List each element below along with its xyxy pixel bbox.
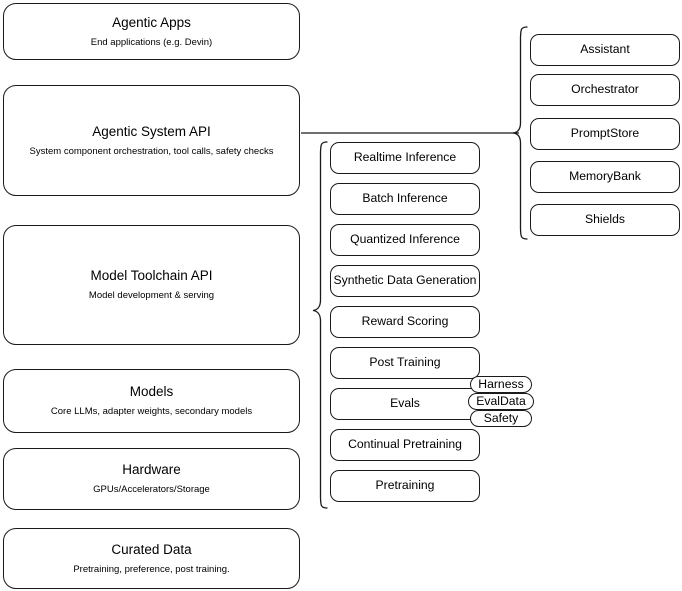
capability-label: Pretraining: [375, 478, 435, 493]
capability-label: Quantized Inference: [350, 232, 460, 247]
layer-title: Agentic System API: [92, 123, 211, 139]
layer-subtitle: Core LLMs, adapter weights, secondary mo…: [50, 406, 253, 417]
layer-subtitle: Model development & serving: [88, 290, 215, 301]
capability-synthetic-data-generation[interactable]: Synthetic Data Generation: [330, 265, 480, 297]
capability-label: Batch Inference: [362, 191, 448, 206]
capability-label: Evals: [390, 396, 420, 411]
component-assistant[interactable]: Assistant: [530, 34, 680, 66]
capability-quantized-inference[interactable]: Quantized Inference: [330, 224, 480, 256]
component-label: Assistant: [580, 42, 630, 57]
component-label: PromptStore: [570, 126, 640, 141]
layer-subtitle: GPUs/Accelerators/Storage: [93, 484, 210, 495]
capability-post-training[interactable]: Post Training: [330, 347, 480, 379]
eval-pill-label: Harness: [478, 377, 524, 392]
layer-title: Agentic Apps: [112, 14, 191, 30]
layer-hardware[interactable]: Hardware GPUs/Accelerators/Storage: [3, 448, 300, 510]
capability-label: Post Training: [369, 355, 441, 370]
component-shields[interactable]: Shields: [530, 204, 680, 236]
layer-subtitle: Pretraining, preference, post training.: [73, 563, 230, 575]
eval-pill-label: Safety: [483, 411, 519, 426]
components-brace: [512, 26, 528, 240]
capability-pretraining[interactable]: Pretraining: [330, 470, 480, 502]
component-promptstore[interactable]: PromptStore: [530, 118, 680, 150]
capability-batch-inference[interactable]: Batch Inference: [330, 183, 480, 215]
layer-title: Models: [129, 384, 174, 400]
layer-model-toolchain-api[interactable]: Model Toolchain API Model development & …: [3, 225, 300, 345]
toolchain-brace: [312, 141, 328, 509]
eval-pill-harness[interactable]: Harness: [470, 376, 532, 393]
layer-subtitle: System component orchestration, tool cal…: [29, 145, 274, 157]
layer-title: Curated Data: [111, 541, 192, 557]
layer-models[interactable]: Models Core LLMs, adapter weights, secon…: [3, 369, 300, 433]
component-memorybank[interactable]: MemoryBank: [530, 161, 680, 193]
layer-curated-data[interactable]: Curated Data Pretraining, preference, po…: [3, 528, 300, 589]
component-label: MemoryBank: [569, 169, 641, 184]
layer-title: Model Toolchain API: [90, 268, 213, 284]
component-label: Orchestrator: [571, 82, 639, 97]
component-label: Shields: [585, 212, 625, 227]
layer-title: Hardware: [122, 462, 181, 478]
layer-subtitle: End applications (e.g. Devin): [90, 36, 213, 48]
eval-pill-safety[interactable]: Safety: [470, 410, 532, 427]
layer-agentic-system-api[interactable]: Agentic System API System component orch…: [3, 85, 300, 196]
capability-evals[interactable]: Evals: [330, 388, 480, 420]
component-orchestrator[interactable]: Orchestrator: [530, 74, 680, 106]
capability-label: Realtime Inference: [353, 150, 457, 165]
capability-realtime-inference[interactable]: Realtime Inference: [330, 142, 480, 174]
eval-pill-evaldata[interactable]: EvalData: [468, 393, 534, 410]
capability-label: Reward Scoring: [361, 314, 449, 329]
capability-reward-scoring[interactable]: Reward Scoring: [330, 306, 480, 338]
capability-continual-pretraining[interactable]: Continual Pretraining: [330, 429, 480, 461]
capability-label: Continual Pretraining: [348, 437, 462, 452]
eval-pill-label: EvalData: [476, 394, 526, 409]
capability-label: Synthetic Data Generation: [333, 273, 477, 288]
layer-agentic-apps[interactable]: Agentic Apps End applications (e.g. Devi…: [3, 3, 300, 60]
